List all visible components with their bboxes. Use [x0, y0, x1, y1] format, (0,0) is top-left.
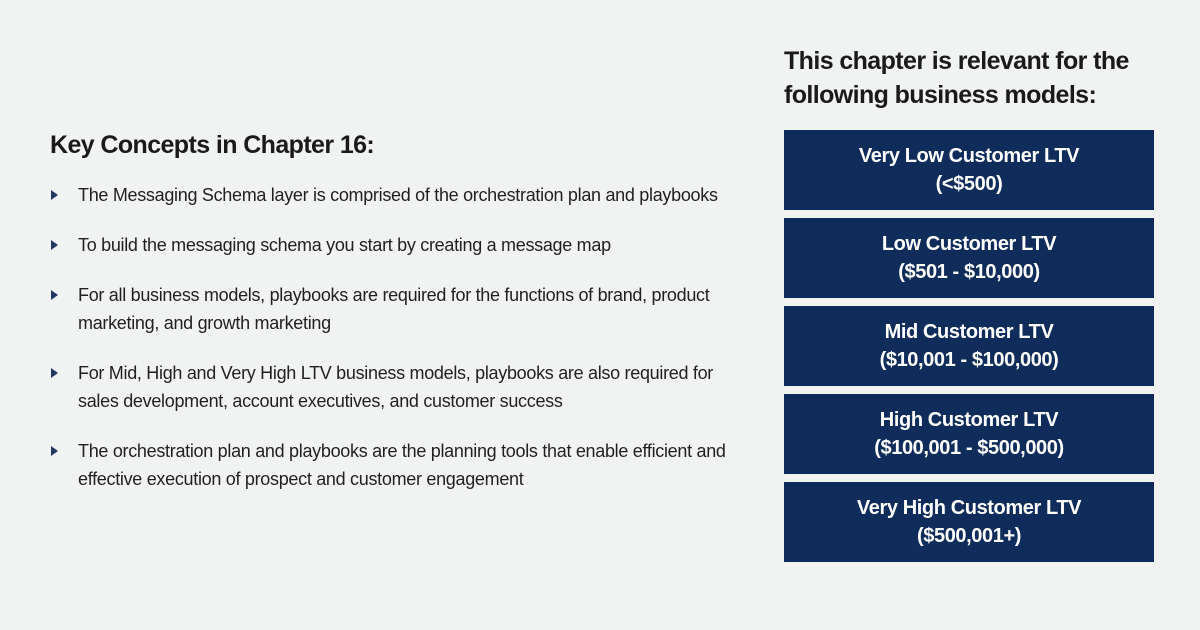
list-item: The Messaging Schema layer is comprised … [50, 181, 750, 209]
business-models-section: This chapter is relevant for the followi… [784, 44, 1154, 562]
model-name: Mid Customer LTV [884, 321, 1054, 343]
model-range: ($501 - $10,000) [898, 261, 1040, 283]
list-item: To build the messaging schema you start … [50, 231, 750, 259]
triangle-bullet-icon [51, 446, 58, 456]
model-name: Very Low Customer LTV [858, 145, 1080, 167]
list-item: For Mid, High and Very High LTV business… [50, 359, 750, 415]
triangle-bullet-icon [51, 368, 58, 378]
model-name: Very High Customer LTV [856, 497, 1082, 519]
key-concepts-heading: Key Concepts in Chapter 16: [50, 131, 375, 159]
triangle-bullet-icon [51, 190, 58, 200]
list-item: For all business models, playbooks are r… [50, 281, 750, 337]
model-box-mid: Mid Customer LTV ($10,001 - $100,000) [784, 306, 1154, 386]
business-models-heading: This chapter is relevant for the followi… [784, 47, 1129, 109]
model-range: (<$500) [935, 173, 1003, 195]
list-item-text: For all business models, playbooks are r… [78, 285, 710, 333]
model-box-very-low: Very Low Customer LTV (<$500) [784, 130, 1154, 210]
list-item: The orchestration plan and playbooks are… [50, 437, 750, 493]
model-name: High Customer LTV [879, 409, 1059, 431]
model-box-high: High Customer LTV ($100,001 - $500,000) [784, 394, 1154, 474]
model-name: Low Customer LTV [881, 233, 1057, 255]
list-item-text: To build the messaging schema you start … [78, 235, 611, 255]
business-models-list: Very Low Customer LTV (<$500) Low Custom… [784, 130, 1154, 562]
triangle-bullet-icon [51, 240, 58, 250]
key-concepts-list: The Messaging Schema layer is comprised … [50, 181, 750, 493]
model-box-low: Low Customer LTV ($501 - $10,000) [784, 218, 1154, 298]
triangle-bullet-icon [51, 290, 58, 300]
model-range: ($100,001 - $500,000) [874, 437, 1064, 459]
list-item-text: The Messaging Schema layer is comprised … [78, 185, 718, 205]
list-item-text: For Mid, High and Very High LTV business… [78, 363, 713, 411]
model-range: ($500,001+) [916, 525, 1022, 547]
model-box-very-high: Very High Customer LTV ($500,001+) [784, 482, 1154, 562]
model-range: ($10,001 - $100,000) [879, 349, 1059, 371]
key-concepts-section: Key Concepts in Chapter 16: The Messagin… [50, 127, 750, 515]
list-item-text: The orchestration plan and playbooks are… [78, 441, 726, 489]
